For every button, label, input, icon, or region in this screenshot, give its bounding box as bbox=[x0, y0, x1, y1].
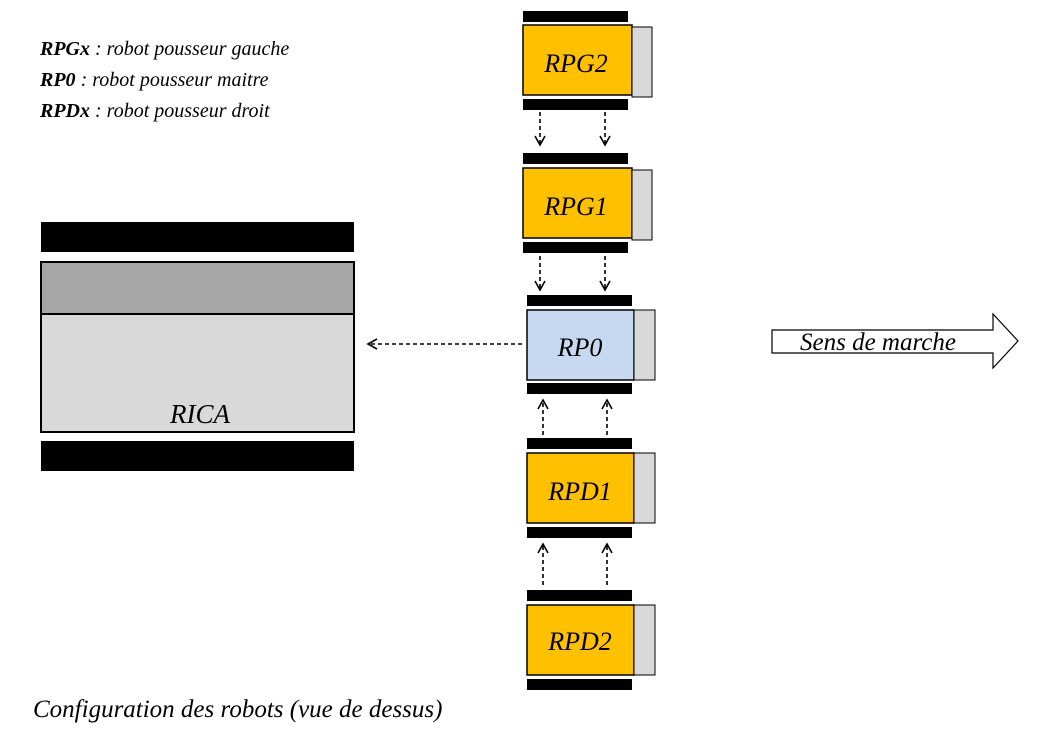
robot-rp0: RP0 bbox=[526, 295, 656, 394]
direction-arrow: Sens de marche bbox=[771, 312, 1019, 370]
tread-bottom bbox=[527, 527, 632, 538]
robot-label: RPG2 bbox=[543, 49, 608, 78]
side-panel bbox=[631, 169, 653, 241]
robot-body bbox=[522, 24, 633, 96]
side-panel bbox=[633, 309, 656, 381]
robot-rpd2: RPD2 bbox=[526, 590, 656, 690]
robot-label: RP0 bbox=[557, 333, 603, 362]
robot-label: RPD1 bbox=[547, 477, 612, 506]
tread-top bbox=[523, 11, 628, 22]
push-arrows bbox=[366, 112, 613, 585]
side-panel bbox=[631, 26, 653, 98]
robot-rpd1: RPD1 bbox=[526, 438, 656, 538]
side-panel bbox=[633, 604, 656, 676]
rica-body bbox=[40, 313, 355, 433]
tread-top bbox=[527, 438, 632, 449]
robot-rpg2: RPG2 bbox=[522, 11, 653, 110]
rica: RICA bbox=[40, 222, 355, 471]
tread-top bbox=[527, 295, 632, 306]
robot-body bbox=[526, 309, 635, 381]
robot-body bbox=[526, 604, 635, 676]
tread-bottom bbox=[527, 679, 632, 690]
robot-label: RPD2 bbox=[547, 627, 612, 656]
legend-item-rpgx: RPGx : robot pousseur gauche bbox=[40, 38, 290, 60]
robot-rpg1: RPG1 bbox=[522, 153, 653, 253]
tread-bottom bbox=[523, 99, 628, 110]
tread-bottom bbox=[527, 383, 632, 394]
tread-top bbox=[523, 153, 628, 164]
legend: RPGx : robot pousseur gauche RP0 : robot… bbox=[40, 34, 289, 127]
tread-top bbox=[527, 590, 632, 601]
rica-tread-top bbox=[41, 222, 354, 252]
figure-caption: Configuration des robots (vue de dessus) bbox=[33, 696, 443, 723]
robot-body bbox=[522, 167, 633, 239]
direction-arrow-shape bbox=[771, 312, 1019, 370]
robot-body bbox=[526, 452, 635, 524]
rica-tread-bottom bbox=[41, 441, 354, 471]
rica-top-panel bbox=[40, 261, 355, 315]
direction-label: Sens de marche bbox=[800, 329, 956, 356]
legend-item-rp0: RP0 : robot pousseur maitre bbox=[40, 69, 269, 91]
side-panel bbox=[633, 452, 656, 524]
legend-item-rpdx: RPDx : robot pousseur droit bbox=[40, 100, 270, 122]
robot-label: RPG1 bbox=[543, 192, 608, 221]
rica-label: RICA bbox=[169, 399, 230, 429]
tread-bottom bbox=[523, 242, 628, 253]
